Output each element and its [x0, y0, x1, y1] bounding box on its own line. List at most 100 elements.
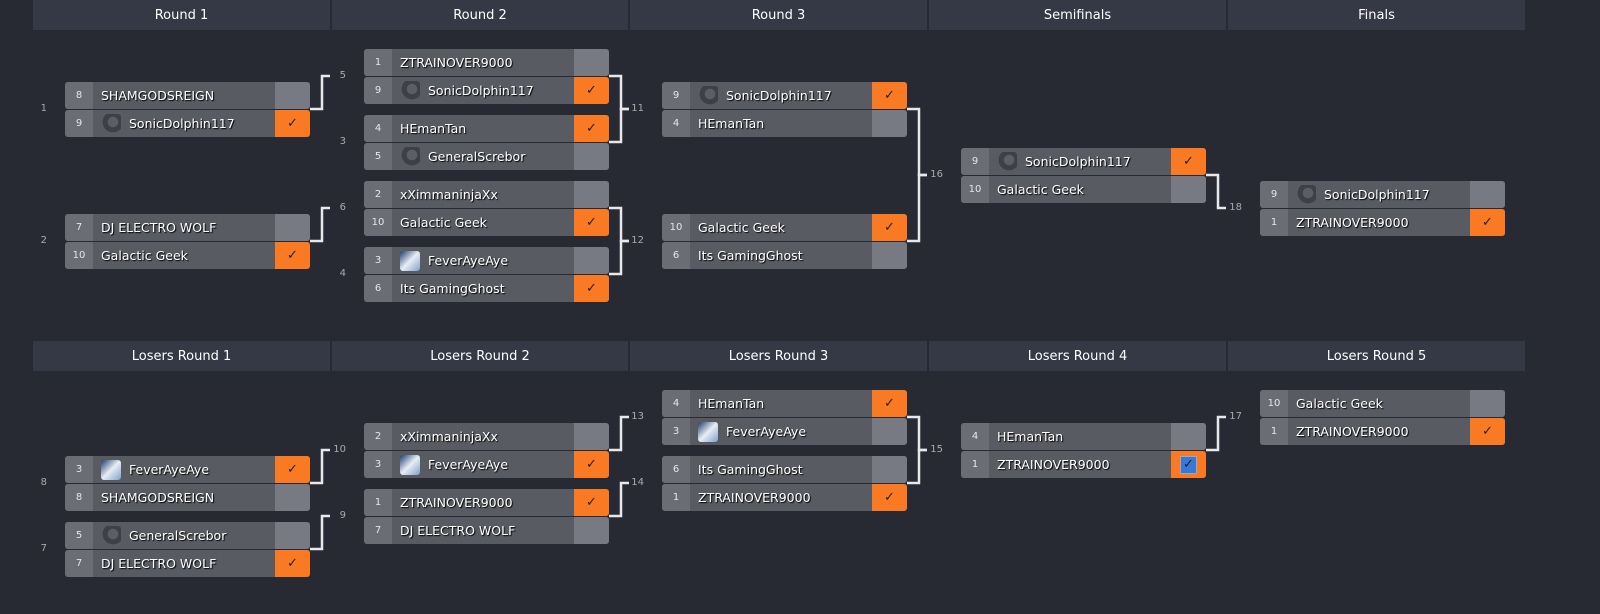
winner-checkbox[interactable]: ✓ — [872, 82, 907, 109]
winner-checkbox[interactable]: ✓ — [275, 456, 310, 483]
player-name-cell: HEmanTan — [392, 115, 574, 142]
winner-checkbox[interactable]: ✓ — [574, 275, 609, 302]
winner-checkbox[interactable]: ✓ — [1171, 451, 1206, 478]
winner-checkbox[interactable]: ✓ — [275, 110, 310, 137]
winner-checkbox[interactable]: ✓ — [872, 390, 907, 417]
winner-checkbox[interactable] — [574, 49, 609, 76]
player-avatar-icon — [101, 459, 121, 480]
winner-checkbox[interactable]: ✓ — [1171, 148, 1206, 175]
winner-checkbox[interactable] — [872, 242, 907, 269]
winner-checkbox[interactable]: ✓ — [574, 489, 609, 516]
seed-number: 10 — [364, 209, 392, 236]
winner-checkbox[interactable] — [574, 143, 609, 170]
winner-checkbox[interactable] — [872, 418, 907, 445]
player-name-cell: SHAMGODSREIGN — [93, 82, 275, 109]
player-row[interactable]: 10 Galactic Geek ✓ — [65, 242, 310, 269]
winner-checkbox[interactable]: ✓ — [574, 209, 609, 236]
player-name-cell: ZTRAINOVER9000 — [1288, 209, 1470, 236]
match-number: 16 — [930, 169, 943, 180]
winner-checkbox[interactable] — [1470, 181, 1505, 208]
player-name-cell: ZTRAINOVER9000 — [392, 49, 574, 76]
winner-checkbox[interactable] — [574, 181, 609, 208]
winner-checkbox[interactable]: ✓ — [574, 77, 609, 104]
winner-checkbox[interactable] — [1470, 390, 1505, 417]
seed-number: 5 — [364, 143, 392, 170]
winner-checkbox[interactable] — [1171, 423, 1206, 450]
winner-checkbox[interactable]: ✓ — [574, 115, 609, 142]
winner-checkbox[interactable] — [275, 82, 310, 109]
seed-number: 6 — [364, 275, 392, 302]
player-name-cell: FeverAyeAye — [392, 247, 574, 274]
connector-line — [1206, 415, 1226, 452]
winner-checkbox[interactable]: ✓ — [872, 484, 907, 511]
player-name-cell: Galactic Geek — [392, 209, 574, 236]
winner-checkbox[interactable] — [574, 423, 609, 450]
winner-checkbox[interactable]: ✓ — [574, 451, 609, 478]
player-avatar-icon — [400, 454, 420, 475]
player-name: Galactic Geek — [101, 248, 188, 263]
winner-checkbox[interactable] — [872, 456, 907, 483]
winner-checkbox[interactable]: ✓ — [1470, 418, 1505, 445]
check-icon: ✓ — [1482, 215, 1493, 230]
player-name-cell: HEmanTan — [690, 390, 872, 417]
match-number: 11 — [631, 103, 644, 114]
match-number: 13 — [631, 411, 644, 422]
winner-checkbox[interactable]: ✓ — [275, 550, 310, 577]
match-number: 12 — [631, 235, 644, 246]
winner-checkbox[interactable] — [275, 214, 310, 241]
winner-checkbox[interactable] — [574, 517, 609, 544]
winner-checkbox[interactable] — [275, 484, 310, 511]
connector-line — [609, 415, 629, 452]
seed-number: 10 — [65, 242, 93, 269]
winner-checkbox[interactable]: ✓ — [275, 242, 310, 269]
connector-line — [907, 415, 927, 452]
winner-checkbox[interactable] — [275, 522, 310, 549]
check-icon: ✓ — [1180, 455, 1197, 474]
winner-checkbox[interactable] — [1171, 176, 1206, 203]
winner-checkbox[interactable]: ✓ — [872, 214, 907, 241]
player-name-cell: DJ ELECTRO WOLF — [392, 517, 574, 544]
winner-checkbox[interactable] — [872, 110, 907, 137]
player-name-cell: ZTRAINOVER9000 — [1288, 418, 1470, 445]
winner-checkbox[interactable]: ✓ — [1470, 209, 1505, 236]
winner-checkbox[interactable] — [574, 247, 609, 274]
